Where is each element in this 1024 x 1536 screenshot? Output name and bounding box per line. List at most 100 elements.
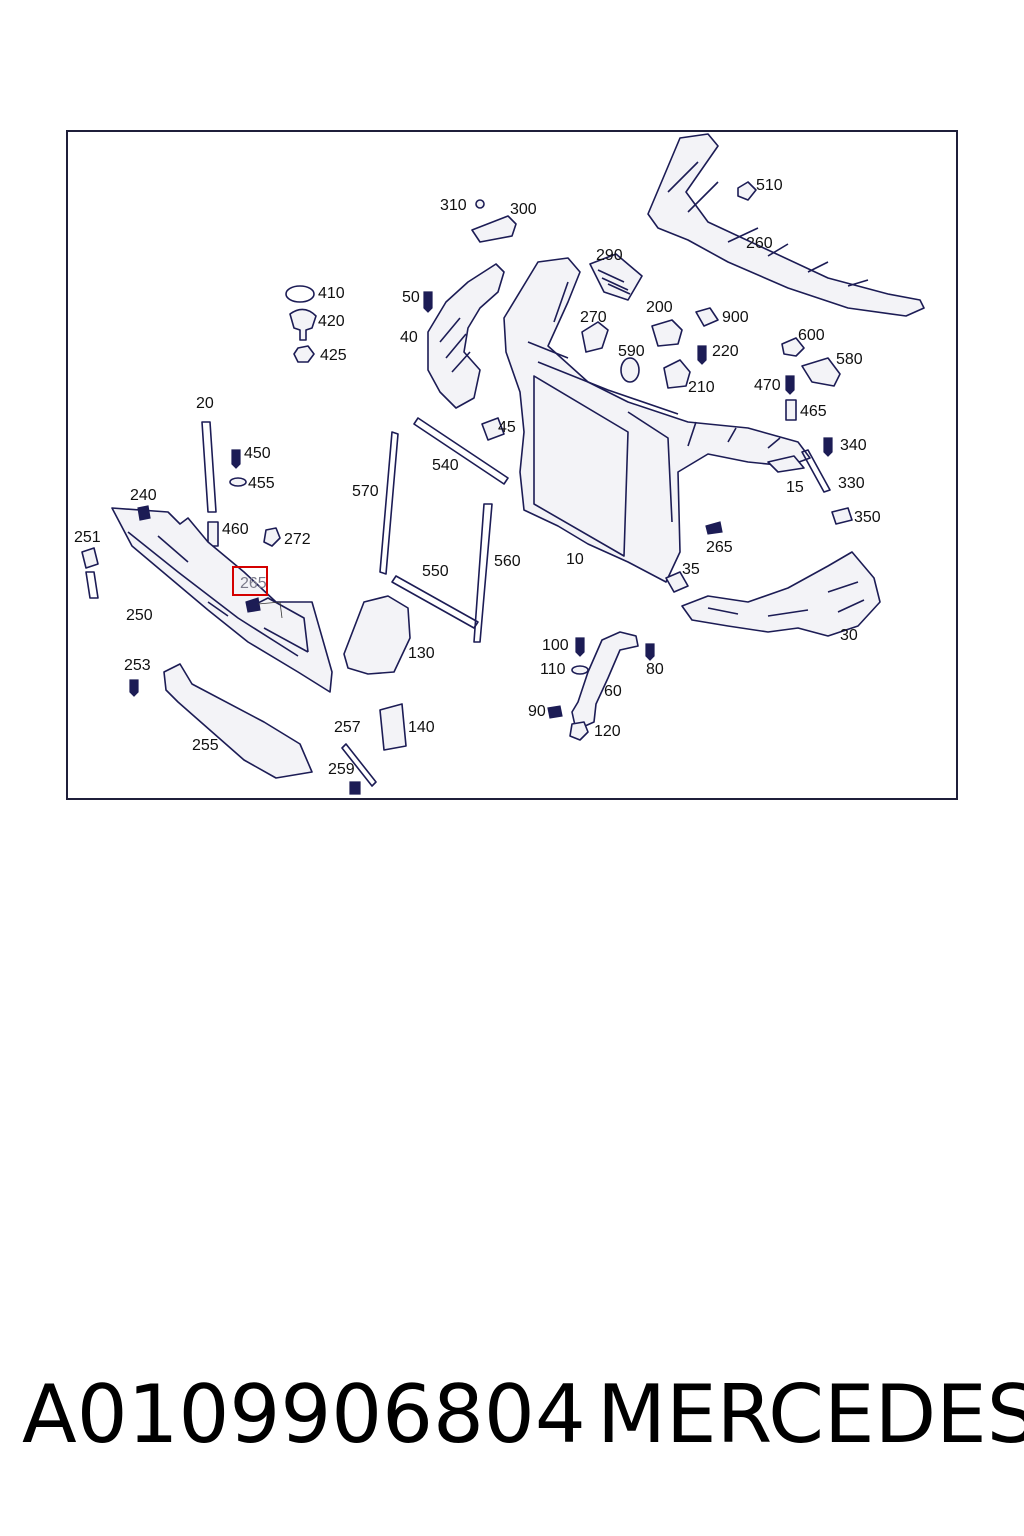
bolt-220: [697, 345, 707, 365]
buffer-35: [665, 571, 689, 593]
callout-300: 300: [510, 201, 537, 218]
callout-80: 80: [646, 661, 664, 678]
callout-465: 465: [800, 403, 827, 420]
mount-210: [663, 359, 691, 389]
cap-600: [781, 337, 805, 357]
bracket-300: [471, 199, 517, 243]
callout-560: 560: [494, 553, 521, 570]
callout-550: 550: [422, 563, 449, 580]
callout-110: 110: [540, 661, 566, 678]
callout-272: 272: [284, 531, 311, 548]
bolt-470: [785, 375, 795, 395]
buffer-420: [289, 308, 317, 341]
bolt-253: [129, 679, 139, 697]
bolt-265-left: [245, 597, 261, 613]
grille-270: [581, 321, 609, 353]
callout-420: 420: [318, 313, 345, 330]
callout-35: 35: [682, 561, 700, 578]
callout-350: 350: [854, 509, 881, 526]
bracket-15: [767, 455, 805, 473]
callout-290: 290: [596, 247, 623, 264]
callout-255: 255: [192, 737, 219, 754]
clip-510: [737, 181, 757, 201]
callout-265-highlighted: 265: [240, 575, 267, 592]
callout-580: 580: [836, 351, 863, 368]
nut-425: [293, 345, 315, 363]
callout-45: 45: [498, 419, 516, 436]
rod-20: [201, 421, 217, 513]
part-number: A0109906804: [22, 1368, 586, 1461]
parts-diagram: 510 260 310 300 290 410 420 425 50 40 27…: [66, 130, 958, 800]
callout-50: 50: [402, 289, 420, 306]
highlight-box: [232, 566, 268, 596]
callout-253: 253: [124, 657, 151, 674]
seal-560: [473, 503, 493, 643]
beam-255: [163, 663, 313, 779]
bolt-50: [423, 291, 433, 313]
callout-140: 140: [408, 719, 435, 736]
callout-900: 900: [722, 309, 749, 326]
brand-name: MERCEDES: [597, 1368, 1024, 1461]
bracket-130: [343, 595, 411, 675]
mount-200: [651, 319, 683, 347]
callout-425: 425: [320, 347, 347, 364]
callout-510: 510: [756, 177, 783, 194]
seal-570: [379, 431, 399, 575]
callout-30: 30: [840, 627, 858, 644]
callout-260: 260: [746, 235, 773, 252]
callout-310: 310: [440, 197, 467, 214]
sensor-900: [695, 307, 719, 327]
callout-600: 600: [798, 327, 825, 344]
cap-410: [285, 285, 315, 303]
nut-272: [263, 527, 281, 547]
callout-460: 460: [222, 521, 249, 538]
callout-455: 455: [248, 475, 275, 492]
callout-470: 470: [754, 377, 781, 394]
callout-340: 340: [840, 437, 867, 454]
callout-220: 220: [712, 343, 739, 360]
exploded-parts-drawing: [81, 133, 925, 795]
clip-350: [831, 507, 853, 525]
callout-90: 90: [528, 703, 546, 720]
bolt-90: [547, 705, 563, 719]
bolt-80: [645, 643, 655, 661]
callout-60: 60: [604, 683, 622, 700]
nut-120: [569, 721, 589, 741]
link-257: [341, 743, 377, 787]
callout-15: 15: [786, 479, 804, 496]
callout-100: 100: [542, 637, 569, 654]
bracket-140: [379, 703, 407, 751]
bracket-30: [681, 551, 881, 637]
bolt-340: [823, 437, 833, 457]
bracket-251-lower: [85, 571, 99, 599]
bolt-265-right: [705, 521, 723, 535]
callout-570: 570: [352, 483, 379, 500]
callout-265-right: 265: [706, 539, 733, 556]
buffer-45: [481, 417, 505, 441]
callout-210: 210: [688, 379, 715, 396]
callout-20: 20: [196, 395, 214, 412]
callout-240: 240: [130, 487, 157, 504]
damper-590: [620, 357, 640, 383]
grille-290: [589, 253, 643, 301]
seal-540: [413, 417, 509, 485]
washer-455: [229, 477, 247, 487]
callout-540: 540: [432, 457, 459, 474]
bracket-40: [427, 263, 505, 409]
front-module-10: [503, 257, 811, 583]
callout-330: 330: [838, 475, 865, 492]
seal-550: [391, 575, 479, 629]
bolt-450: [231, 449, 241, 469]
rod-330: [801, 449, 831, 493]
bolt-259: [349, 781, 361, 795]
washer-110: [571, 665, 589, 675]
buffer-251: [81, 547, 99, 569]
callout-200: 200: [646, 299, 673, 316]
callout-251: 251: [74, 529, 101, 546]
callout-410: 410: [318, 285, 345, 302]
upper-cross-member-260: [647, 133, 925, 317]
callout-257: 257: [334, 719, 361, 736]
callout-120: 120: [594, 723, 621, 740]
callout-10: 10: [566, 551, 584, 568]
pin-460: [207, 521, 219, 547]
